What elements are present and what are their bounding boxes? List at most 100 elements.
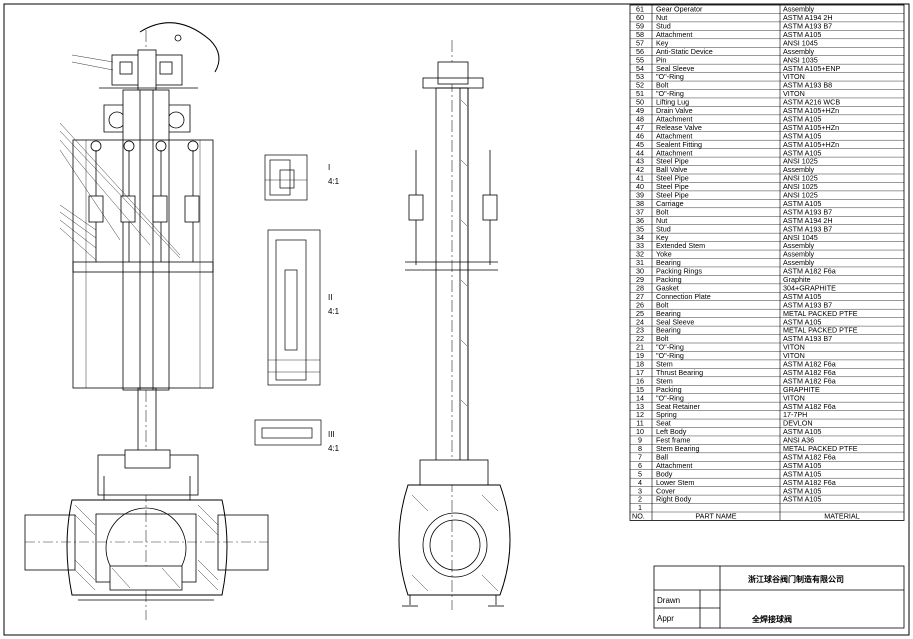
part-material: ASTM A105+HZn [783, 106, 839, 115]
part-material: ASTM A105+ENP [783, 64, 841, 73]
part-material: METAL PACKED PTFE [783, 444, 858, 453]
part-number: 3 [638, 486, 642, 495]
part-name: Lifting Lug [656, 98, 689, 107]
part-material: ASTM A193 B7 [783, 207, 832, 216]
part-number: 54 [636, 64, 644, 73]
part-material: ASTM A193 B7 [783, 224, 832, 233]
part-number: 37 [636, 207, 644, 216]
part-name: Stem [656, 376, 673, 385]
part-material: METAL PACKED PTFE [783, 309, 858, 318]
part-material: ASTM A105 [783, 461, 821, 470]
part-material: Assembly [783, 165, 815, 174]
part-number: 42 [636, 165, 644, 174]
part-material: METAL PACKED PTFE [783, 326, 858, 335]
detail-2-scale: 4:1 [328, 307, 340, 316]
part-number: 11 [636, 419, 643, 428]
part-name: Spring [656, 410, 677, 419]
sheet-border [3, 3, 910, 636]
part-name: Anti-Static Device [656, 47, 713, 56]
part-name: Key [656, 233, 669, 242]
part-number: 4 [638, 478, 642, 487]
part-number: 46 [636, 131, 644, 140]
part-number: 51 [636, 89, 644, 98]
detail-3-scale: 4:1 [328, 444, 340, 453]
part-number: 21 [636, 343, 644, 352]
part-material: ANSI 1025 [783, 174, 818, 183]
part-material: ANSI 1025 [783, 191, 818, 200]
header-part-name: PART NAME [695, 512, 736, 521]
part-number: 12 [636, 410, 644, 419]
part-name: "O"-Ring [656, 351, 684, 360]
part-material: 17-7PH [783, 410, 807, 419]
part-number: 13 [636, 402, 644, 411]
part-name: Seal Sleeve [656, 317, 694, 326]
part-material: ASTM A182 F6a [783, 368, 836, 377]
part-name: Extended Stem [656, 241, 705, 250]
part-name: Body [656, 469, 673, 478]
part-number: 53 [636, 72, 644, 81]
part-name: "O"-Ring [656, 343, 684, 352]
part-material: ASTM A105 [783, 114, 821, 123]
part-name: Steel Pipe [656, 182, 689, 191]
part-number: 26 [636, 300, 644, 309]
part-number: 38 [636, 199, 644, 208]
part-material: ASTM A105+HZn [783, 123, 839, 132]
part-material: ASTM A105 [783, 30, 821, 39]
part-name: Gasket [656, 283, 679, 292]
part-material: ASTM A193 B7 [783, 22, 832, 31]
part-material: Assembly [783, 47, 815, 56]
part-material: ASTM A182 F6a [783, 267, 836, 276]
part-number: 24 [636, 317, 644, 326]
part-material: VITON [783, 343, 805, 352]
part-number: 25 [636, 309, 644, 318]
part-name: Fest frame [656, 436, 690, 445]
part-number: 59 [636, 22, 644, 31]
part-name: Attachment [656, 148, 692, 157]
part-name: Key [656, 38, 669, 47]
header-material: MATERIAL [824, 512, 859, 521]
part-name: Attachment [656, 461, 692, 470]
part-number: 27 [636, 292, 644, 301]
part-number: 34 [636, 233, 644, 242]
detail-view-1 [264, 154, 308, 201]
part-name: Nut [656, 216, 667, 225]
part-material: Graphite [783, 275, 811, 284]
part-material: ASTM A105 [783, 131, 821, 140]
part-number: 48 [636, 114, 644, 123]
front-section-view [24, 22, 269, 620]
part-material: ASTM A105 [783, 495, 821, 504]
part-number: 44 [636, 148, 644, 157]
part-number: 61 [636, 5, 644, 14]
part-material: GRAPHITE [783, 385, 820, 394]
part-number: 17 [636, 368, 644, 377]
part-material: ASTM A105 [783, 199, 821, 208]
detail-3-label: III [328, 430, 335, 439]
part-number: 57 [636, 38, 644, 47]
part-name: Connection Plate [656, 292, 711, 301]
part-number: 33 [636, 241, 644, 250]
